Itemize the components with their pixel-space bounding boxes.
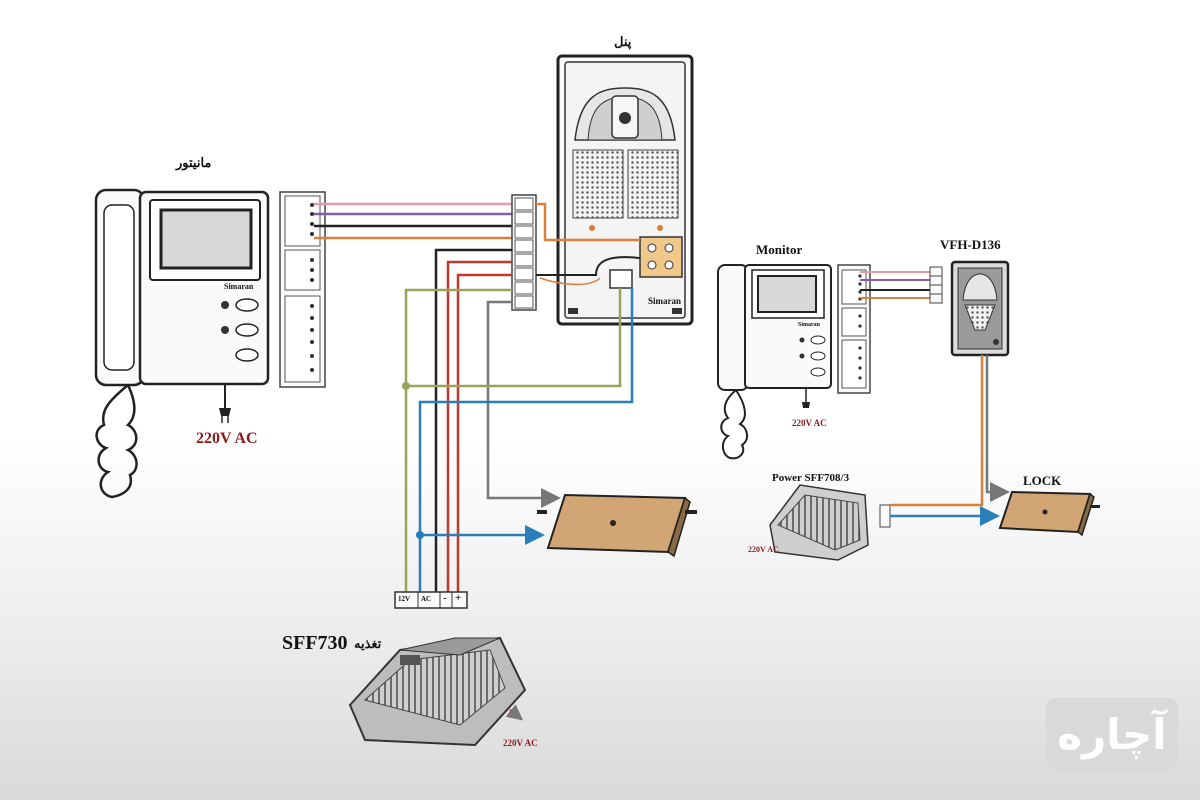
door-panel [556, 54, 694, 326]
power-sff708 [769, 484, 891, 561]
right-lock [998, 490, 1100, 537]
ac-right-monitor-label: 220V AC [792, 418, 827, 428]
psu-sff730 [348, 636, 527, 747]
ac-power-label: 220V AC [748, 545, 779, 554]
right-door-panel [950, 260, 1010, 357]
monitor-left-brand: Simaran [224, 282, 254, 291]
left-monitor [94, 188, 270, 499]
right-terminal-block [837, 264, 871, 394]
wires-right-lock [890, 355, 1010, 526]
right-monitor [717, 264, 832, 460]
monitor-right-label: Monitor [756, 242, 803, 257]
psu-terminal-ac: AC [421, 595, 432, 603]
center-lock [537, 493, 697, 558]
panel-brand: Simaran [648, 296, 682, 306]
psu-label: تغذیه [354, 636, 382, 651]
psu-terminal-strip [394, 591, 468, 609]
right-small-terminal [929, 266, 943, 304]
ac-psu-label: 220V AC [503, 738, 538, 748]
wires-right-monitor-panel [860, 271, 930, 299]
psu-model-label: SFF730 [282, 632, 348, 654]
monitor-right-brand: Simaran [798, 322, 821, 328]
ac-main-label: 220V AC [196, 430, 258, 447]
wires-panel-internal [536, 202, 641, 286]
lock-label: LOCK [1023, 473, 1062, 488]
left-terminal-block [279, 191, 326, 388]
wires-power [402, 248, 634, 592]
panel-label: پنل [614, 34, 632, 49]
psu-terminal-plus: + [455, 592, 462, 604]
site-logo: آچاره [1046, 698, 1178, 770]
power-right-label: Power SFF708/3 [772, 472, 850, 484]
panel-terminal-column [511, 194, 537, 311]
wires-monitor-panel [314, 202, 512, 240]
psu-terminal-minus: - [443, 592, 447, 604]
right-panel-label: VFH-D136 [940, 237, 1001, 252]
psu-terminal-12v: 12V [398, 595, 411, 603]
monitor-left-label: مانیتور [176, 155, 212, 170]
